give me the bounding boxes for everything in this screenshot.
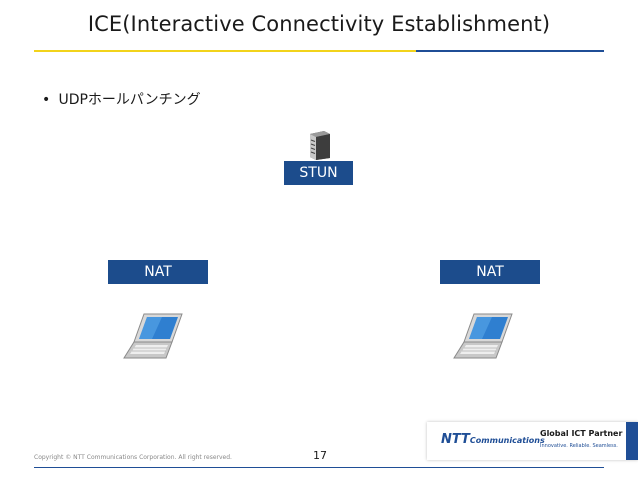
bullet-marker: • bbox=[42, 92, 51, 108]
logo-accent-bar bbox=[626, 422, 638, 460]
logo-ntt-wordmark: NTTCommunications bbox=[441, 432, 545, 447]
page-number: 17 bbox=[313, 449, 327, 462]
bullet-text: UDPホールパンチング bbox=[58, 92, 201, 108]
logo-tagline: Innovative. Reliable. Seamless. bbox=[540, 443, 618, 449]
slide-title: ICE(Interactive Connectivity Establishme… bbox=[87, 12, 551, 36]
laptop-icon-left bbox=[123, 313, 183, 359]
nat-left-box: NAT bbox=[108, 260, 208, 284]
bullet-item: • UDPホールパンチング bbox=[42, 89, 201, 109]
copyright-text: Copyright © NTT Communications Corporati… bbox=[34, 454, 232, 461]
stun-server-box: STUN bbox=[284, 161, 353, 185]
title-underline bbox=[34, 50, 604, 52]
laptop-icon-right bbox=[453, 313, 513, 359]
ntt-communications-logo: NTTCommunications Global ICT Partner Inn… bbox=[427, 422, 638, 460]
server-icon bbox=[310, 131, 330, 160]
footer-underline bbox=[34, 467, 604, 468]
logo-ntt-text: NTT bbox=[441, 432, 470, 447]
nat-right-box: NAT bbox=[440, 260, 540, 284]
logo-global-ict-partner: Global ICT Partner bbox=[540, 429, 623, 438]
logo-communications-text: Communications bbox=[469, 436, 545, 445]
